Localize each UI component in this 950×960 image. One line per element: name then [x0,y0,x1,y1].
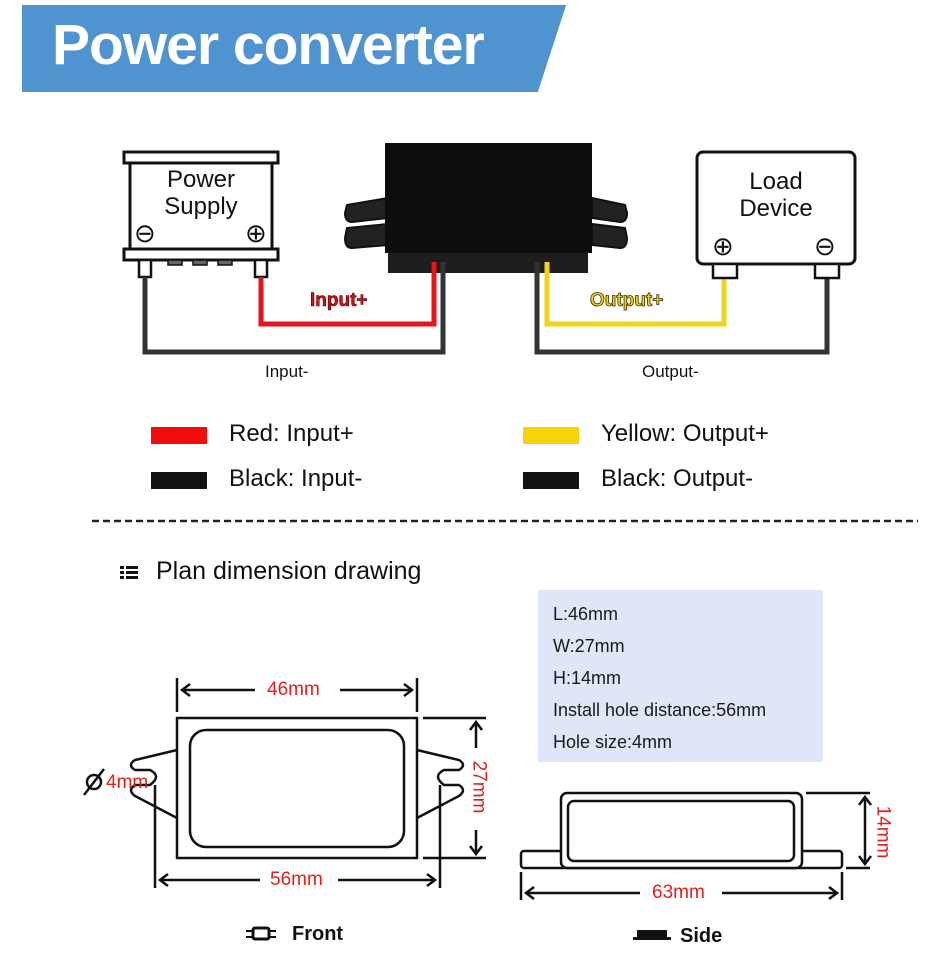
legend-item: Red: Input+ [229,420,354,447]
page-title: Power converter [52,13,485,77]
list-icon [120,566,138,579]
dim-total-length: 63mm [652,882,705,903]
spec-box [538,590,823,762]
dim-length: 46mm [267,679,320,700]
dim-hole-diameter: 4mm [106,772,149,793]
spec-hole-distance: Install hole distance:56mm [553,700,767,720]
dim-width: 27mm [468,760,490,814]
load-device-line1: Load [749,168,803,195]
legend-item: Black: Output- [601,465,754,492]
power-supply-line1: Power [166,166,236,193]
spec-length: L:46mm [553,604,619,624]
power-supply-label: Power Supply [130,166,272,220]
load-device-box [695,150,857,280]
input-minus-label: Input- [265,362,309,381]
power-supply-box [122,150,280,279]
dim-height: 14mm [872,805,894,859]
spec-height: H:14mm [553,668,622,688]
negative-terminal-icon: ⊖ [134,218,156,248]
positive-terminal-icon: ⊕ [712,231,734,261]
wire-output-plus [544,262,727,327]
front-view-drawing [83,678,486,888]
section-title: Plan dimension drawing [156,557,422,585]
side-view-drawing [519,791,872,900]
legend-item: Yellow: Output+ [601,420,769,447]
output-minus-label: Output- [642,362,699,381]
positive-terminal-icon: ⊕ [245,218,267,248]
dim-hole-distance: 56mm [270,869,323,890]
wire-input-minus [142,262,446,355]
wire-output-minus [534,262,830,355]
legend-swatch-black [151,472,207,489]
front-view-label: Front [292,923,344,945]
side-view-label: Side [680,925,723,947]
legend-swatch-red [151,427,207,444]
load-device-line2: Device [739,195,813,222]
title-banner [22,5,508,92]
legend-item: Black: Input- [229,465,363,492]
input-plus-label: Input+ [310,290,368,312]
negative-terminal-icon: ⊖ [814,231,836,261]
output-plus-label: Output+ [590,290,664,312]
load-device-label: Load Device [697,168,855,222]
spec-hole-size: Hole size:4mm [553,732,673,752]
spec-width: W:27mm [553,636,625,656]
legend-swatch-black [523,472,579,489]
converter-module [343,143,629,273]
legend-swatch-yellow [523,427,579,444]
side-view-icon [633,930,671,940]
power-supply-line2: Supply [164,193,238,220]
wire-input-plus [258,262,437,327]
front-view-icon [246,926,276,941]
